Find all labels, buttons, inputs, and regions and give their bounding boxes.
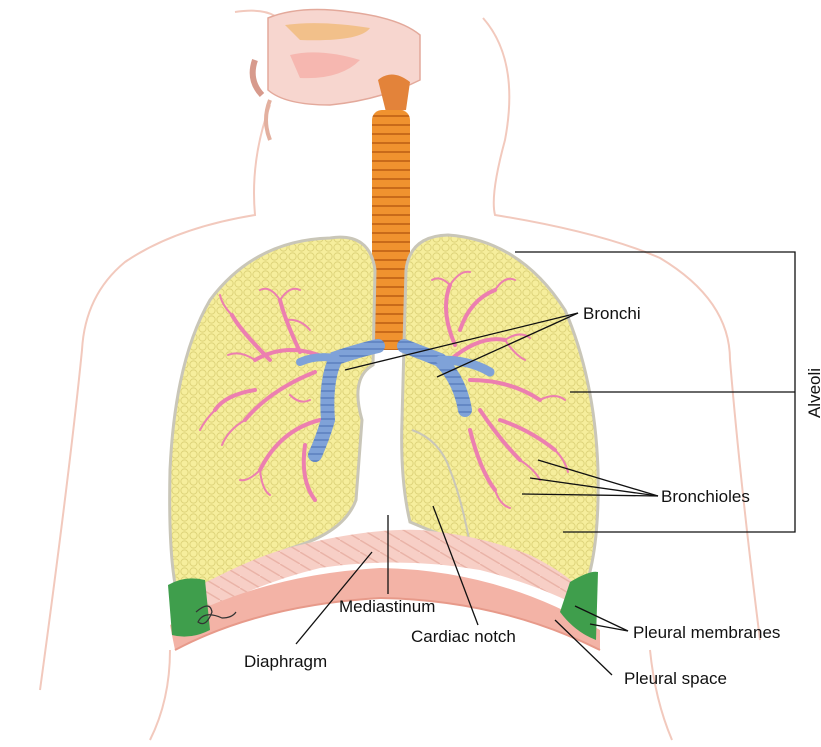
label-cardiac-notch: Cardiac notch	[411, 627, 516, 646]
label-alveoli: Alveoli	[805, 368, 821, 418]
pleural-membrane-left	[168, 578, 210, 636]
label-bronchi: Bronchi	[583, 304, 641, 323]
label-mediastinum: Mediastinum	[339, 597, 435, 616]
label-diaphragm: Diaphragm	[244, 652, 327, 671]
label-pleural-membranes: Pleural membranes	[633, 623, 780, 642]
label-bronchioles: Bronchioles	[661, 487, 750, 506]
label-pleural-space: Pleural space	[624, 669, 727, 688]
